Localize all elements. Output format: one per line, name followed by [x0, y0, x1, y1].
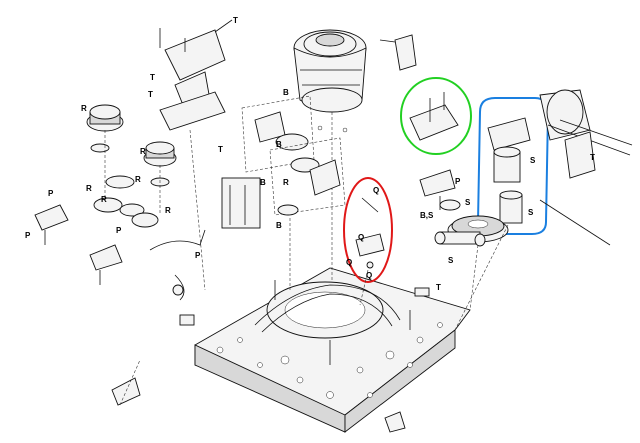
- right-side-group: [379, 34, 633, 433]
- part-labels: T T T T T T R R R R R R R P P P P P B B …: [25, 16, 595, 292]
- label-r5: R: [101, 195, 107, 204]
- label-q3: Q: [346, 258, 352, 267]
- label-b1: B: [283, 88, 289, 97]
- label-q1: Q: [373, 186, 379, 195]
- label-p1: P: [48, 189, 54, 198]
- red-highlight-q-group: [343, 177, 393, 306]
- left-lever-group: [34, 204, 206, 406]
- head-drum: [293, 29, 367, 280]
- center-b-assembly: [221, 95, 346, 290]
- label-p5: P: [455, 177, 461, 186]
- label-r1: R: [81, 104, 87, 113]
- green-highlight-group: [400, 77, 472, 155]
- blue-highlight-group: [476, 97, 550, 235]
- label-t5: T: [590, 153, 595, 162]
- label-t1: T: [233, 16, 238, 25]
- label-s4: S: [448, 256, 454, 265]
- label-t3: T: [148, 90, 153, 99]
- label-s1: S: [465, 198, 471, 207]
- label-b4: B: [260, 178, 266, 187]
- label-r6: R: [165, 206, 171, 215]
- label-p4: P: [195, 251, 201, 260]
- label-b2: B: [276, 140, 282, 149]
- top-left-bracket: [159, 19, 233, 291]
- label-bs: B,S: [420, 211, 434, 220]
- label-b3: B: [276, 221, 282, 230]
- label-q4: Q: [366, 271, 372, 280]
- left-reel-group: [86, 104, 177, 228]
- label-p3: P: [116, 226, 122, 235]
- label-r7: R: [283, 178, 289, 187]
- label-t2: T: [150, 73, 155, 82]
- label-t6: T: [436, 283, 441, 292]
- label-r4: R: [135, 175, 141, 184]
- label-q2: Q: [358, 233, 364, 242]
- label-t4: T: [218, 145, 223, 154]
- label-s3: S: [528, 208, 534, 217]
- main-chassis: [194, 267, 471, 433]
- label-s2: S: [530, 156, 536, 165]
- label-r3: R: [86, 184, 92, 193]
- label-p2: P: [25, 231, 31, 240]
- label-r2: R: [140, 147, 146, 156]
